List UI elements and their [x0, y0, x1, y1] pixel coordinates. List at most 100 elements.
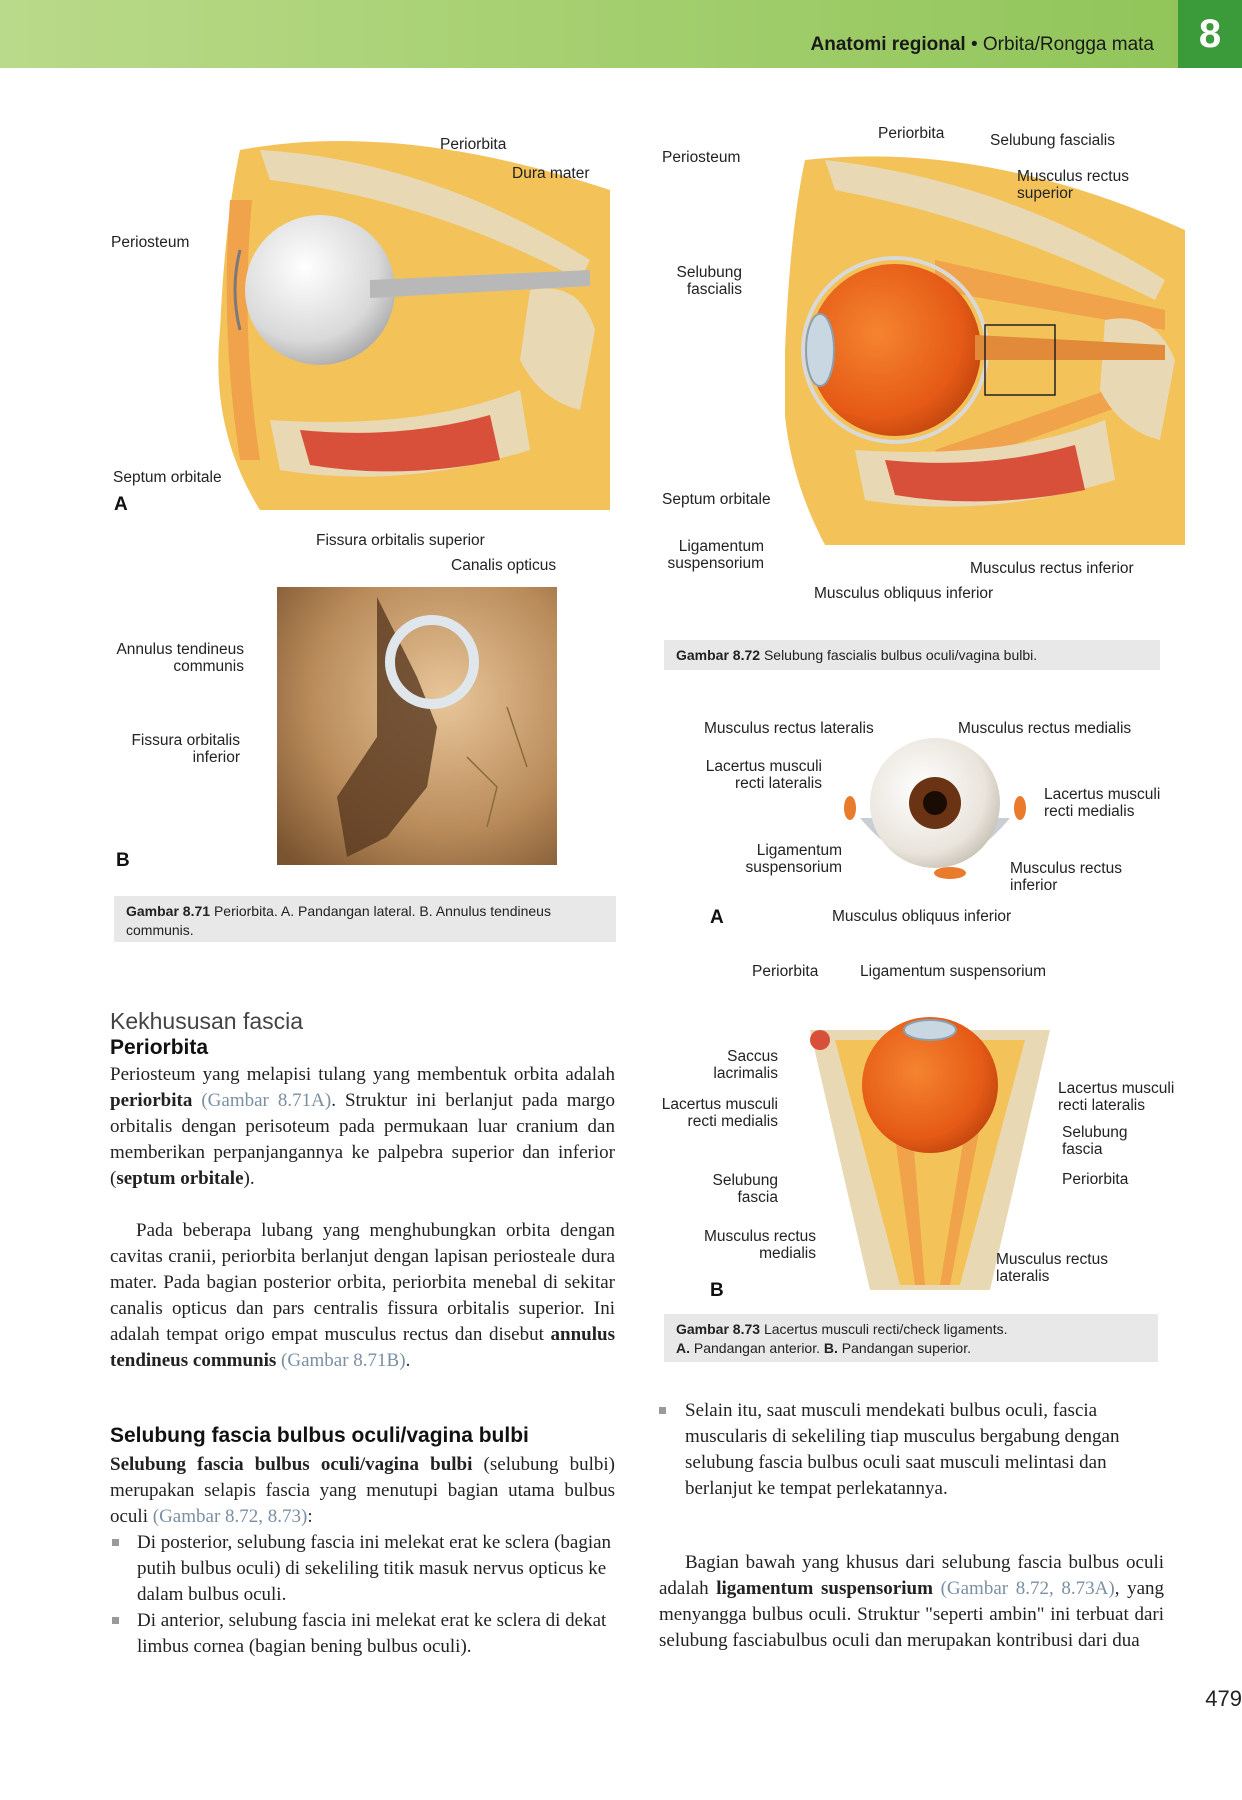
label-laclat-b-line1: Lacertus musculi [1058, 1080, 1175, 1097]
p4-b: ligamentum suspensorium [716, 1578, 933, 1599]
label-fissura-orbitalis-superior: Fissura orbitalis superior [316, 532, 485, 549]
label-periosteum-a: Periosteum [111, 234, 190, 251]
p3-a: (selubung bulbi) merupakan selapis fasci… [110, 1454, 615, 1527]
label-musculus-rectus-inferior-872: Musculus rectus inferior [970, 560, 1134, 577]
label-periorbita-872: Periorbita [878, 125, 945, 142]
label-mri-a-line1: Musculus rectus [1010, 860, 1122, 877]
label-dura-mater: Dura mater [512, 165, 590, 182]
bullet-posterior-text: Di posterior, selubung fascia ini meleka… [137, 1532, 612, 1605]
caption-8-71: Gambar 8.71 Periorbita. A. Pandangan lat… [114, 896, 616, 942]
annulus-photo-illustration [277, 587, 557, 865]
chapter-number: 8 [1178, 0, 1242, 68]
label-selubung-line2: fascialis [686, 281, 742, 299]
bullet-selain-itu: Selain itu, saat musculi mendekati bulbu… [659, 1398, 1164, 1502]
label-selr-line1: Selubung [1062, 1124, 1128, 1141]
page-number: 479 [1205, 1686, 1242, 1711]
panel-letter-871a: A [114, 494, 128, 515]
label-fissura-inf-line2: inferior [192, 749, 240, 767]
panel-letter-871b: B [116, 850, 130, 871]
figure-8-72 [783, 150, 1185, 545]
caption-873-number: Gambar 8.73 [676, 1321, 761, 1337]
label-mrm-b-line1: Musculus rectus [704, 1228, 816, 1245]
label-saccus-line1: Saccus [727, 1048, 778, 1065]
label-saccus-line2: lacrimalis [713, 1065, 778, 1083]
label-ligamentum-suspensorium-b: Ligamentum suspensorium [860, 963, 1047, 980]
label-musculus-rectus-medialis-a: Musculus rectus medialis [958, 720, 1132, 737]
bullet-marker [659, 1407, 666, 1414]
label-musculus-rectus-lateralis-a: Musculus rectus lateralis [704, 720, 874, 737]
caption-873-b-text: Pandangan superior. [837, 1339, 971, 1356]
header-separator: • [965, 34, 983, 55]
heading-selubung-fascia: Selubung fascia bulbus oculi/vagina bulb… [110, 1424, 529, 1447]
label-musculus-obliquus-inferior-a: Musculus obliquus inferior [832, 908, 1012, 925]
p2-b: annulus tendineus communis [110, 1324, 615, 1371]
figure-8-71a [200, 130, 610, 510]
caption-873-a-text: Pandangan anterior. [690, 1339, 824, 1356]
p1-a: Periosteum yang melapisi tulang yang mem… [110, 1064, 615, 1085]
label-selubung-fascialis-top: Selubung fascialis [990, 132, 1115, 149]
label-lacmed-b-line1: Lacertus musculi [661, 1096, 778, 1113]
label-fissura-inf-line1: Fissura orbitalis [131, 732, 240, 749]
bullet-anterior: Di anterior, selubung fascia ini melekat… [112, 1608, 615, 1660]
label-lig872-line1: Ligamentum [678, 538, 764, 555]
panel-letter-873a: A [710, 907, 724, 928]
label-lacmed-a-line2: recti medialis [1044, 803, 1135, 821]
p1-b: periorbita [110, 1090, 193, 1111]
p4-a: Bagian bawah yang khusus dari selubung f… [659, 1552, 1164, 1599]
label-selr-line2: fascia [1062, 1141, 1103, 1159]
bullet-anterior-text: Di anterior, selubung fascia ini melekat… [137, 1610, 607, 1657]
caption-872-number: Gambar 8.72 [676, 647, 761, 663]
label-mri-a-line2: inferior [1010, 877, 1058, 895]
label-periosteum-872: Periosteum [662, 149, 741, 166]
label-mrm-b-line2: medialis [759, 1245, 816, 1263]
eye-anterior-illustration [844, 738, 1026, 879]
figure-8-73a [840, 738, 1030, 893]
caption-873-b: B. [823, 1339, 838, 1356]
label-sell-line2: fascia [737, 1189, 779, 1207]
label-laclat-b-line2: recti lateralis [1058, 1097, 1145, 1115]
label-lig-a-line1: Ligamentum [756, 842, 842, 859]
running-header: Anatomi regional • Orbita/Rongga mata [811, 34, 1155, 56]
label-mrl-b-line1: Musculus rectus [996, 1251, 1108, 1268]
label-mrl-b-line2: lateralis [996, 1268, 1050, 1286]
label-selubung-line1: Selubung [676, 264, 742, 281]
caption-8-72: Gambar 8.72 Selubung fascialis bulbus oc… [664, 640, 1160, 670]
p2-ref: (Gambar 8.71B) [276, 1350, 406, 1371]
panel-letter-873b: B [710, 1280, 724, 1301]
label-annulus-line2: communis [173, 658, 244, 676]
p1-c: . Struktur ini berlanjut pada margo orbi… [110, 1090, 615, 1189]
caption-873-a: A. [676, 1339, 690, 1356]
orbit-lateral-illustration [218, 141, 610, 510]
bullet-marker [112, 1539, 119, 1546]
p1-d: septum orbitale [116, 1168, 244, 1189]
header-section-bold: Anatomi regional [810, 34, 966, 55]
caption-871-number: Gambar 8.71 [126, 903, 211, 919]
label-lacmed-a-line1: Lacertus musculi [1044, 786, 1161, 803]
heading-kekhususan-fascia: Kekhususan fascia [110, 1008, 304, 1034]
label-lig-a-line2: suspensorium [745, 859, 843, 877]
figure-8-71b [277, 587, 557, 865]
heading-periorbita: Periorbita [110, 1036, 209, 1059]
label-laclat-a-line2: recti lateralis [735, 775, 822, 793]
bullet-marker [112, 1617, 119, 1624]
label-canalis-opticus: Canalis opticus [451, 557, 557, 574]
bullet-selain-text: Selain itu, saat musculi mendekati bulbu… [685, 1400, 1120, 1499]
paragraph-periorbita-2: Pada beberapa lubang yang menghubungkan … [110, 1218, 615, 1374]
label-annulus-line1: Annulus tendineus [116, 641, 244, 658]
label-mrs-line2: superior [1017, 185, 1073, 203]
fascial-sheath-illustration [783, 156, 1185, 545]
